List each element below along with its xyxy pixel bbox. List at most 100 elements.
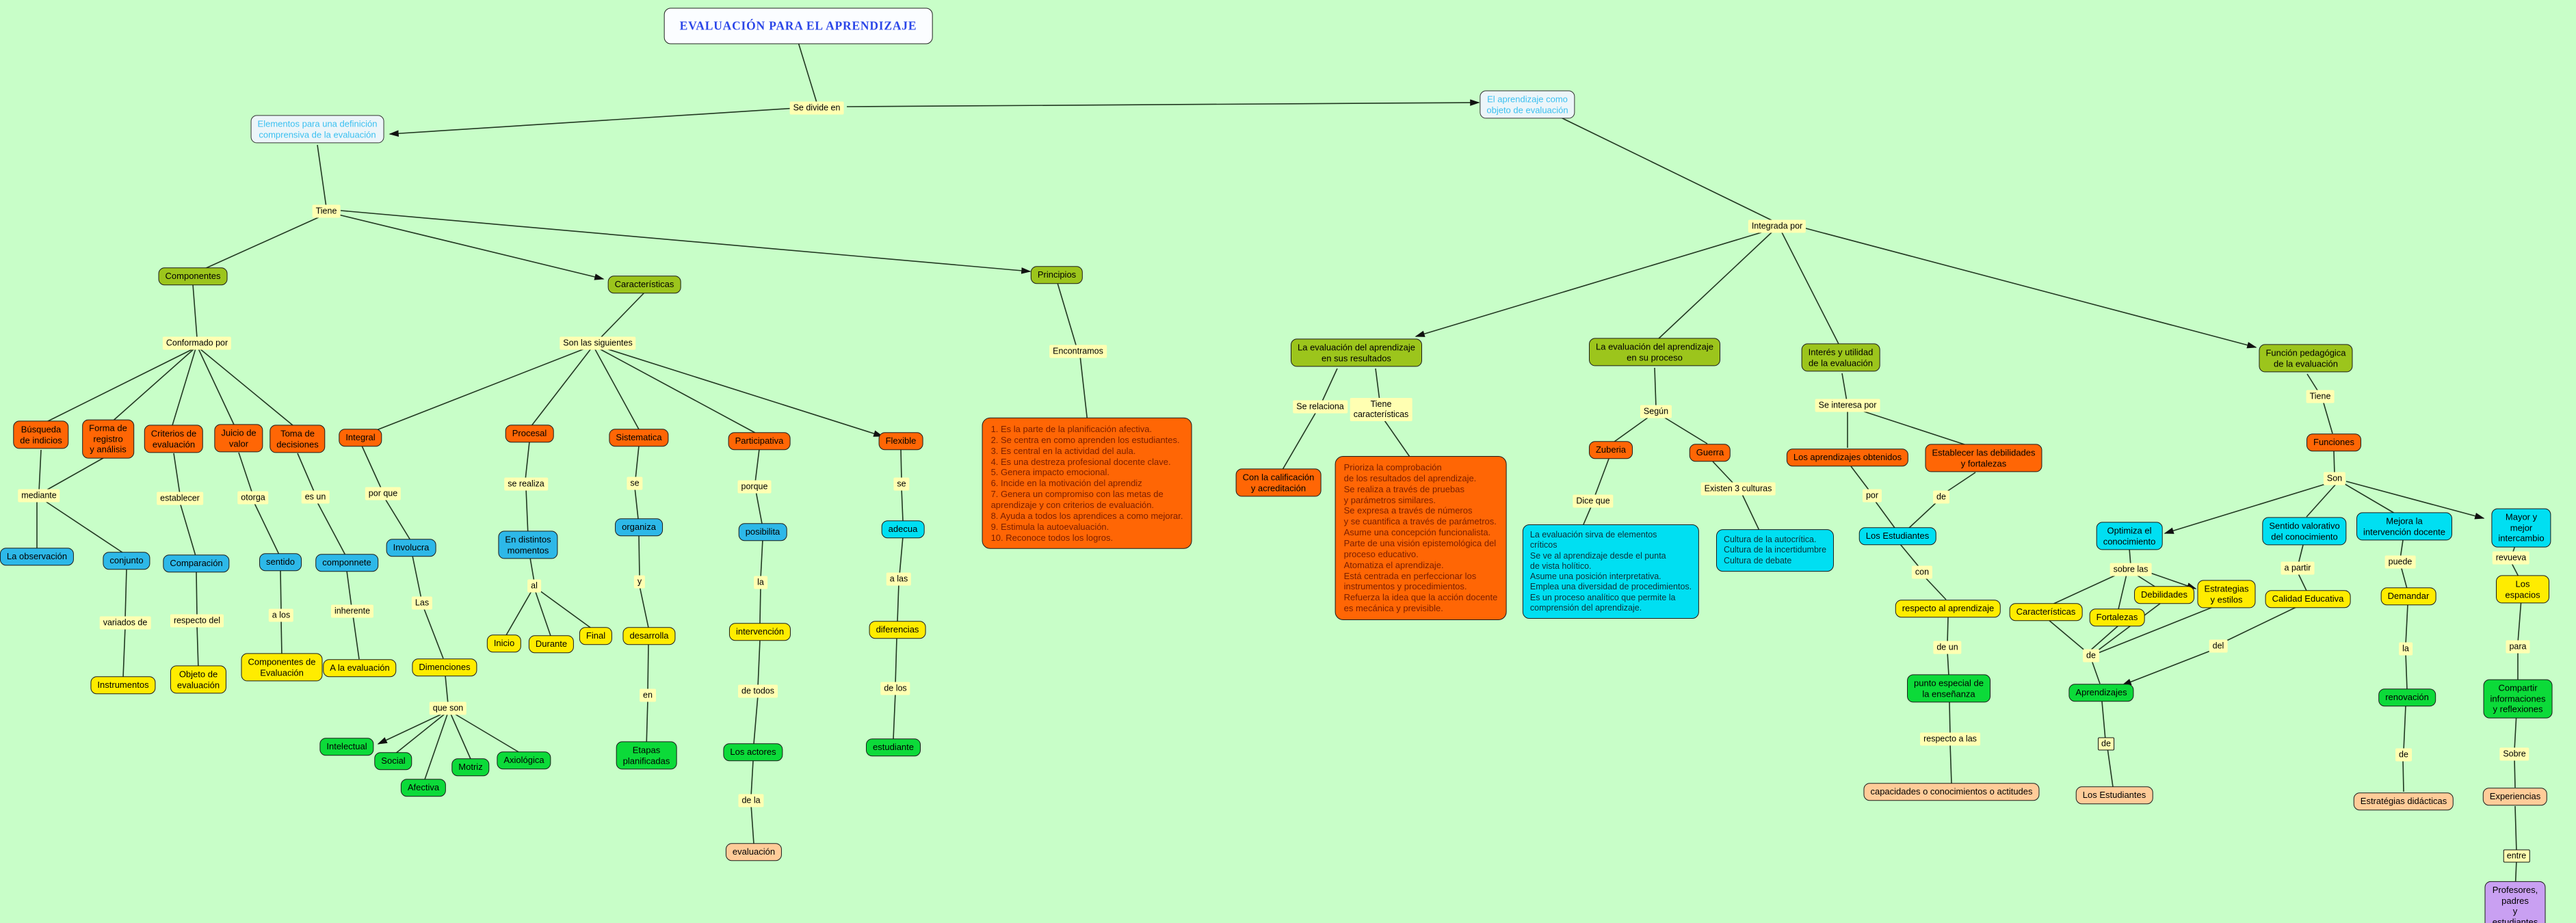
- concept-los-actores[interactable]: Los actores: [723, 743, 783, 761]
- link-label-del-lbl[interactable]: del: [2209, 639, 2228, 653]
- concept-evaluacion-node[interactable]: evaluación: [725, 843, 783, 861]
- concept-renovacion[interactable]: renovación: [2378, 688, 2436, 706]
- link-label-es-un-lbl[interactable]: es un: [301, 490, 330, 504]
- concept-participativa[interactable]: Participativa: [728, 432, 791, 450]
- concept-inicio[interactable]: Inicio: [486, 634, 522, 652]
- concept-sistematica[interactable]: Sistematica: [609, 429, 669, 446]
- link-label-conformado-por[interactable]: Conformado por: [162, 336, 232, 350]
- link-label-existen-lbl[interactable]: Existen 3 culturas: [1700, 482, 1776, 496]
- concept-en-distintos[interactable]: En distintos momentos: [498, 531, 558, 559]
- concept-elementos[interactable]: Elementos para una definición comprensiv…: [250, 115, 384, 144]
- concept-componnete[interactable]: componnete: [315, 554, 378, 572]
- link-label-a-las-lbl[interactable]: a las: [886, 572, 912, 586]
- link-label-de-la-1-lbl[interactable]: de la: [738, 794, 764, 807]
- concept-los-estudiantes-2[interactable]: Los Estudiantes: [2075, 786, 2153, 804]
- link-label-que-son-lbl[interactable]: que son: [429, 701, 467, 715]
- concept-funciones[interactable]: Funciones: [2306, 433, 2361, 451]
- link-label-de-2-lbl[interactable]: de: [2083, 649, 2099, 663]
- concept-aprendizajes-obtenidos[interactable]: Los aprendizajes obtenidos: [1786, 449, 1909, 466]
- concept-sentido[interactable]: sentido: [259, 553, 302, 571]
- concept-los-estudiantes-cyan[interactable]: Los Estudiantes: [1858, 527, 1936, 545]
- concept-a-la-evaluacion[interactable]: A la evaluación: [323, 659, 397, 677]
- concept-los-espacios[interactable]: Los espacios: [2496, 575, 2549, 604]
- link-label-variados-de-lbl[interactable]: variados de: [99, 616, 151, 630]
- concept-busqueda[interactable]: Búsqueda de indicios: [13, 420, 69, 449]
- concept-adecua[interactable]: adecua: [881, 520, 925, 538]
- concept-cyan-box-1[interactable]: La evaluación sirva de elementos crítico…: [1522, 524, 1700, 619]
- concept-procesal[interactable]: Procesal: [505, 425, 554, 442]
- concept-criterios[interactable]: Criterios de evaluación: [144, 425, 204, 453]
- link-label-y-lbl[interactable]: y: [633, 575, 646, 589]
- link-label-dice-que-lbl[interactable]: Dice que: [1573, 494, 1614, 508]
- concept-compartir[interactable]: Compartir informaciones y reflexiones: [2483, 679, 2553, 719]
- concept-la-observacion[interactable]: La observación: [0, 548, 75, 565]
- concept-estrategias[interactable]: Estrategias y estilos: [2197, 580, 2256, 608]
- link-label-entre-lbl[interactable]: entre: [2503, 849, 2530, 863]
- concept-establecer-debilidades[interactable]: Establecer las debilidades y fortalezas: [1925, 444, 2042, 472]
- link-label-la-2-lbl[interactable]: la: [2399, 642, 2413, 656]
- link-label-sobre-las-lbl[interactable]: sobre las: [2110, 563, 2152, 576]
- concept-desarrolla[interactable]: desarrolla: [622, 627, 676, 645]
- link-label-de-todos-lbl[interactable]: de todos: [738, 684, 778, 698]
- concept-instrumentos[interactable]: Instrumentos: [90, 676, 156, 694]
- concept-conjunto[interactable]: conjunto: [103, 552, 150, 570]
- concept-final[interactable]: Final: [579, 627, 613, 645]
- concept-aprendizaje-objeto[interactable]: El aprendizaje como objeto de evaluación: [1480, 90, 1575, 119]
- concept-fortalezas[interactable]: Fortalezas: [2089, 608, 2145, 626]
- concept-objeto-evaluacion[interactable]: Objeto de evaluación: [170, 665, 227, 694]
- link-label-porque-lbl[interactable]: porque: [737, 480, 772, 494]
- link-label-de-borde-lbl[interactable]: de: [2098, 737, 2114, 751]
- link-label-por-que-lbl[interactable]: por que: [365, 487, 402, 500]
- concept-social[interactable]: Social: [374, 752, 412, 770]
- concept-respecto-aprendizaje[interactable]: respecto al aprendizaje: [1895, 600, 2001, 617]
- link-label-al-lbl[interactable]: al: [527, 579, 541, 593]
- concept-prioriza-box[interactable]: Prioriza la comprobación de los resultad…: [1335, 455, 1507, 621]
- link-label-tiene-2-lbl[interactable]: Tiene: [2306, 390, 2335, 403]
- link-label-en-lbl[interactable]: en: [640, 688, 656, 702]
- concept-integral[interactable]: Integral: [339, 429, 382, 446]
- concept-dimenciones[interactable]: Dimenciones: [412, 658, 477, 676]
- link-label-integrada-por[interactable]: Integrada por: [1748, 219, 1806, 233]
- concept-mayor[interactable]: Mayor y mejor intercambio: [2491, 508, 2551, 548]
- link-label-la-1-lbl[interactable]: la: [754, 576, 767, 589]
- link-label-para-lbl[interactable]: para: [2506, 640, 2530, 654]
- concept-involucra[interactable]: Involucra: [386, 539, 436, 557]
- concept-posibilita[interactable]: posibilita: [738, 523, 787, 541]
- concept-durante[interactable]: Durante: [528, 635, 575, 653]
- link-label-por-2-lbl[interactable]: por: [1862, 489, 1882, 503]
- concept-estrategias-didacticas[interactable]: Estratégias didácticas: [2353, 792, 2454, 810]
- link-label-se-divide-en[interactable]: Se divide en: [789, 101, 844, 115]
- link-label-tiene-1[interactable]: Tiene: [312, 204, 341, 218]
- concept-guerra[interactable]: Guerra: [1689, 444, 1731, 462]
- concept-caracteristicas[interactable]: Características: [607, 276, 681, 293]
- link-label-son-2-lbl[interactable]: Son: [2323, 472, 2346, 485]
- concept-zuberia[interactable]: Zuberia: [1588, 441, 1633, 459]
- concept-componentes-evaluacion[interactable]: Componentes de Evaluación: [241, 653, 323, 682]
- link-label-segun-lbl[interactable]: Según: [1640, 405, 1672, 418]
- link-label-se-1-lbl[interactable]: se: [627, 477, 643, 490]
- concept-estudiante[interactable]: estudiante: [866, 738, 921, 756]
- concept-aprendizajes-node[interactable]: Aprendizajes: [2068, 684, 2134, 701]
- concept-caracteristicas-2[interactable]: Características: [2009, 603, 2083, 621]
- link-label-de-3-lbl[interactable]: de: [2395, 748, 2412, 762]
- concept-debilidades[interactable]: Debilidades: [2134, 586, 2194, 604]
- link-label-respecto-del-lbl[interactable]: respecto del: [170, 614, 224, 628]
- concept-sentido-valorativo[interactable]: Sentido valorativo del conocimiento: [2262, 517, 2347, 546]
- link-label-de-los-lbl[interactable]: de los: [880, 682, 910, 695]
- concept-diferencias[interactable]: diferencias: [869, 621, 926, 639]
- concept-con-calificacion[interactable]: Con la calificación y acreditación: [1235, 468, 1322, 497]
- concept-demandar[interactable]: Demandar: [2380, 587, 2436, 605]
- concept-principios-box[interactable]: 1. Es la parte de la planificación afect…: [982, 417, 1192, 550]
- link-label-se-interesa-lbl[interactable]: Se interesa por: [1815, 399, 1880, 412]
- link-label-mediante-lbl[interactable]: mediante: [18, 489, 60, 503]
- link-label-son-las-siguientes-lbl[interactable]: Son las siguientes: [560, 336, 636, 350]
- concept-toma[interactable]: Toma de decisiones: [270, 425, 326, 453]
- concept-organiza[interactable]: organiza: [615, 518, 663, 536]
- concept-intelectual[interactable]: Intelectual: [319, 738, 374, 755]
- concept-axiologica[interactable]: Axiológica: [497, 751, 551, 769]
- link-label-a-partir-lbl[interactable]: a partir: [2281, 561, 2315, 575]
- link-label-otorga-lbl[interactable]: otorga: [237, 491, 269, 505]
- link-label-tiene-caracteristicas-lbl[interactable]: Tiene características: [1350, 398, 1412, 421]
- concept-afectiva[interactable]: Afectiva: [400, 779, 447, 797]
- concept-calidad[interactable]: Calidad Educativa: [2265, 590, 2351, 608]
